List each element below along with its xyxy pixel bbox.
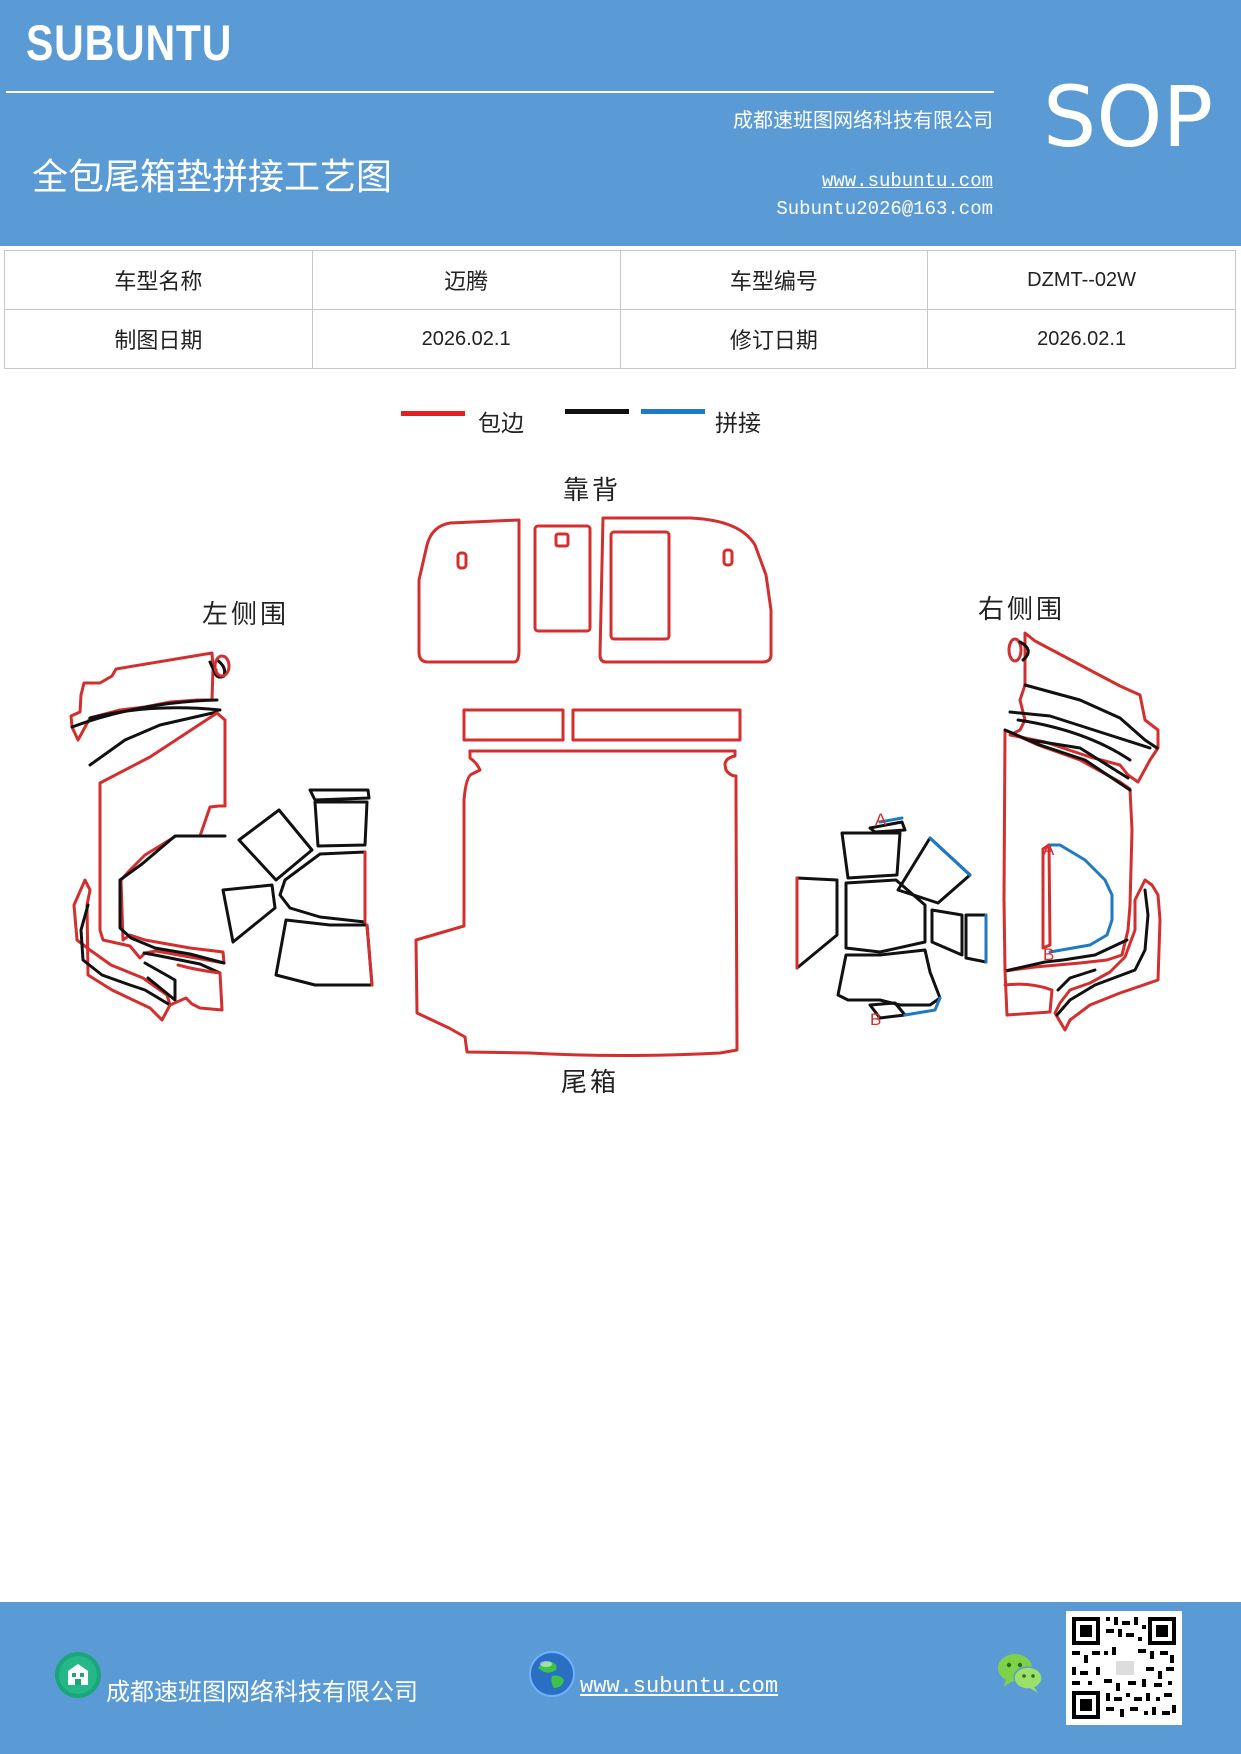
right-inner-splice	[1047, 843, 1114, 954]
legend-edge-label: 包边	[478, 411, 524, 437]
draw-date-label: 制图日期	[4, 309, 313, 369]
left-top-panel-red	[69, 651, 215, 742]
legend-black-line	[565, 409, 629, 414]
trunk-label: 尾箱	[561, 1068, 620, 1098]
qr-code	[1066, 1611, 1182, 1725]
left-piece-diamond	[237, 808, 314, 882]
right-piece-left	[795, 876, 839, 970]
backrest-left-slot	[456, 551, 468, 570]
draw-date-value: 2026.02.1	[311, 309, 621, 369]
trunk-floor-panel	[414, 749, 739, 1057]
marker-b-right: B	[1043, 945, 1054, 964]
right-top-seam-4	[1028, 738, 1130, 780]
header-divider	[6, 91, 994, 93]
backrest-right-slot	[722, 548, 734, 567]
left-side-label: 左侧围	[202, 600, 290, 630]
backrest-left-panel	[417, 518, 521, 664]
model-code-label: 车型编号	[619, 250, 929, 310]
footer-website-link[interactable]: www.subuntu.com	[580, 1674, 779, 1699]
page-title: 全包尾箱垫拼接工艺图	[32, 157, 393, 198]
right-piece-bottom	[836, 948, 942, 1007]
right-hook-ring	[1007, 637, 1023, 663]
right-top-seam-2	[1008, 710, 1152, 750]
legend-splice-line	[641, 409, 705, 414]
right-piece-bottom-splice	[903, 996, 942, 1017]
revise-date-value: 2026.02.1	[927, 309, 1236, 369]
left-top-seam-2	[88, 706, 222, 720]
table-row: 车型名称 迈腾 车型编号 DZMT--02W	[4, 250, 1236, 310]
left-lower-seam-3	[142, 951, 222, 975]
model-code-value: DZMT--02W	[927, 250, 1236, 310]
right-lower-seam-3	[1056, 968, 1097, 992]
legend-splice-label: 拼接	[715, 411, 761, 437]
right-piece-top-square	[840, 831, 902, 880]
left-top-seam-1	[70, 698, 219, 729]
right-top-seam-3	[1016, 718, 1132, 762]
revise-date-label: 修订日期	[619, 309, 929, 369]
backrest-right-window	[609, 530, 671, 641]
model-name-value: 迈腾	[311, 250, 621, 310]
right-side-label: 右侧围	[978, 595, 1066, 625]
left-piece-top-square	[313, 800, 369, 848]
building-icon	[55, 1652, 101, 1698]
right-piece-center	[844, 878, 927, 954]
trunk-top-strip-left	[462, 708, 565, 742]
right-piece-top-splice	[878, 816, 904, 824]
right-piece-small-2	[964, 913, 988, 964]
backrest-middle-slot	[554, 532, 570, 548]
right-piece-diamond	[896, 836, 972, 905]
right-hook	[1018, 640, 1030, 662]
marker-b-left: B	[870, 1010, 881, 1029]
right-top-seam-1	[1023, 683, 1159, 750]
right-lower-panel	[1053, 878, 1162, 1032]
header-email: Subuntu2026@163.com	[776, 198, 993, 220]
header-company: 成都速班图网络科技有限公司	[733, 108, 993, 132]
right-lower-seam-2	[1003, 938, 1129, 973]
left-top-seam-3	[88, 710, 219, 767]
left-arch-seam	[118, 834, 227, 965]
marker-a-left: A	[875, 810, 887, 829]
sop-label: SOP	[1043, 68, 1214, 166]
brand-logo: SUBUNTU	[26, 15, 233, 71]
legend-edge-line	[401, 411, 465, 416]
left-piece-top-strip	[308, 788, 371, 802]
vehicle-info-table: 车型名称 迈腾 车型编号 DZMT--02W 制图日期 2026.02.1 修订…	[4, 250, 1236, 369]
right-piece-top-strip	[868, 820, 907, 834]
header-website-link[interactable]: www.subuntu.com	[821, 170, 993, 192]
left-lower-red-tail	[168, 963, 224, 1012]
left-hook-ring	[213, 654, 231, 678]
globe-icon	[529, 1651, 575, 1697]
left-main-panel	[98, 711, 227, 965]
left-piece-left	[221, 883, 277, 944]
right-piece-diamond-splice	[928, 836, 972, 877]
model-name-label: 车型名称	[4, 250, 313, 310]
back-seat-label: 靠背	[563, 476, 622, 506]
left-piece-bottom-red	[365, 923, 374, 987]
backrest-right-panel	[598, 516, 773, 664]
wechat-icon	[998, 1654, 1043, 1693]
marker-a-right: A	[1043, 840, 1055, 859]
table-row: 制图日期 2026.02.1 修订日期 2026.02.1	[4, 309, 1236, 369]
right-inner-red	[1041, 843, 1052, 950]
left-lower-seam-1	[79, 903, 172, 1007]
left-piece-center	[278, 850, 367, 924]
right-piece-small-1	[930, 908, 964, 957]
right-main-seam	[1003, 728, 1132, 792]
footer-company: 成都速班图网络科技有限公司	[106, 1678, 418, 1706]
backrest-middle-panel	[533, 524, 592, 633]
right-lower-red-tail	[1003, 969, 1054, 1017]
header-banner	[0, 0, 1241, 246]
left-lower-seam-2	[143, 961, 177, 1002]
trunk-top-strip-right	[571, 708, 742, 742]
left-piece-bottom	[274, 918, 374, 987]
right-lower-seam-1	[1055, 888, 1150, 1017]
